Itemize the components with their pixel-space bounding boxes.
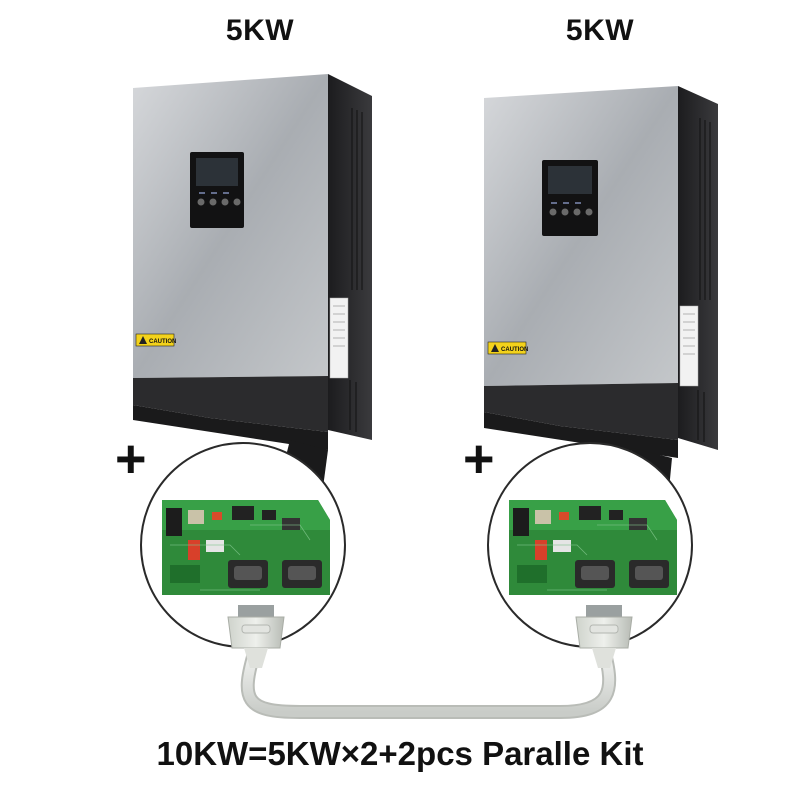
right-inverter: CAUTION xyxy=(484,86,718,500)
right-parallel-board xyxy=(487,442,693,668)
svg-text:CAUTION: CAUTION xyxy=(501,347,528,353)
caution-sticker: CAUTION xyxy=(135,333,176,347)
db9-plug xyxy=(575,605,633,668)
parallel-cable xyxy=(240,643,617,719)
left-parallel-board xyxy=(140,442,346,668)
kit-caption: 10KW=5KW×2+2pcs Paralle Kit xyxy=(156,735,644,772)
svg-text:CAUTION: CAUTION xyxy=(149,339,176,345)
left-inverter: CAUTION xyxy=(133,74,372,495)
plus-sign-right: + xyxy=(463,429,495,489)
plus-sign-left: + xyxy=(115,429,147,489)
right-unit-label: 5KW xyxy=(565,14,635,47)
caution-sticker: CAUTION xyxy=(487,341,528,355)
left-unit-label: 5KW xyxy=(225,14,295,47)
db9-plug xyxy=(227,605,285,668)
